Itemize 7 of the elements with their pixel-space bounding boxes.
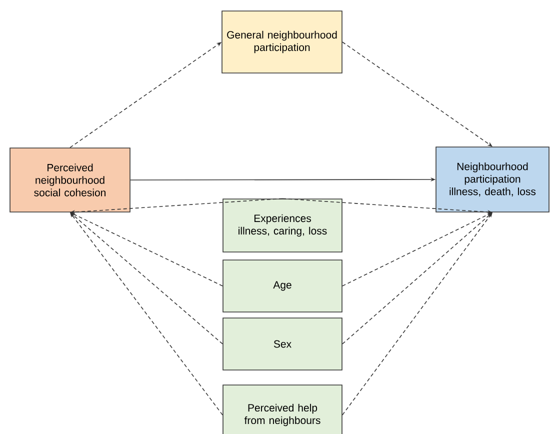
factor-box: General neighbourhood participation: [222, 10, 342, 74]
factor-box: Perceived neighbourhood social cohesion: [10, 148, 130, 212]
factor-box: Sex: [222, 318, 342, 370]
factor-box: Age: [222, 260, 342, 312]
factor-box: Experiences illness, caring, loss: [222, 198, 342, 252]
outcome-box: Neighbourhood participation illness, death, loss: [436, 146, 550, 212]
factor-box: Perceived help from neighbours: [222, 384, 342, 434]
